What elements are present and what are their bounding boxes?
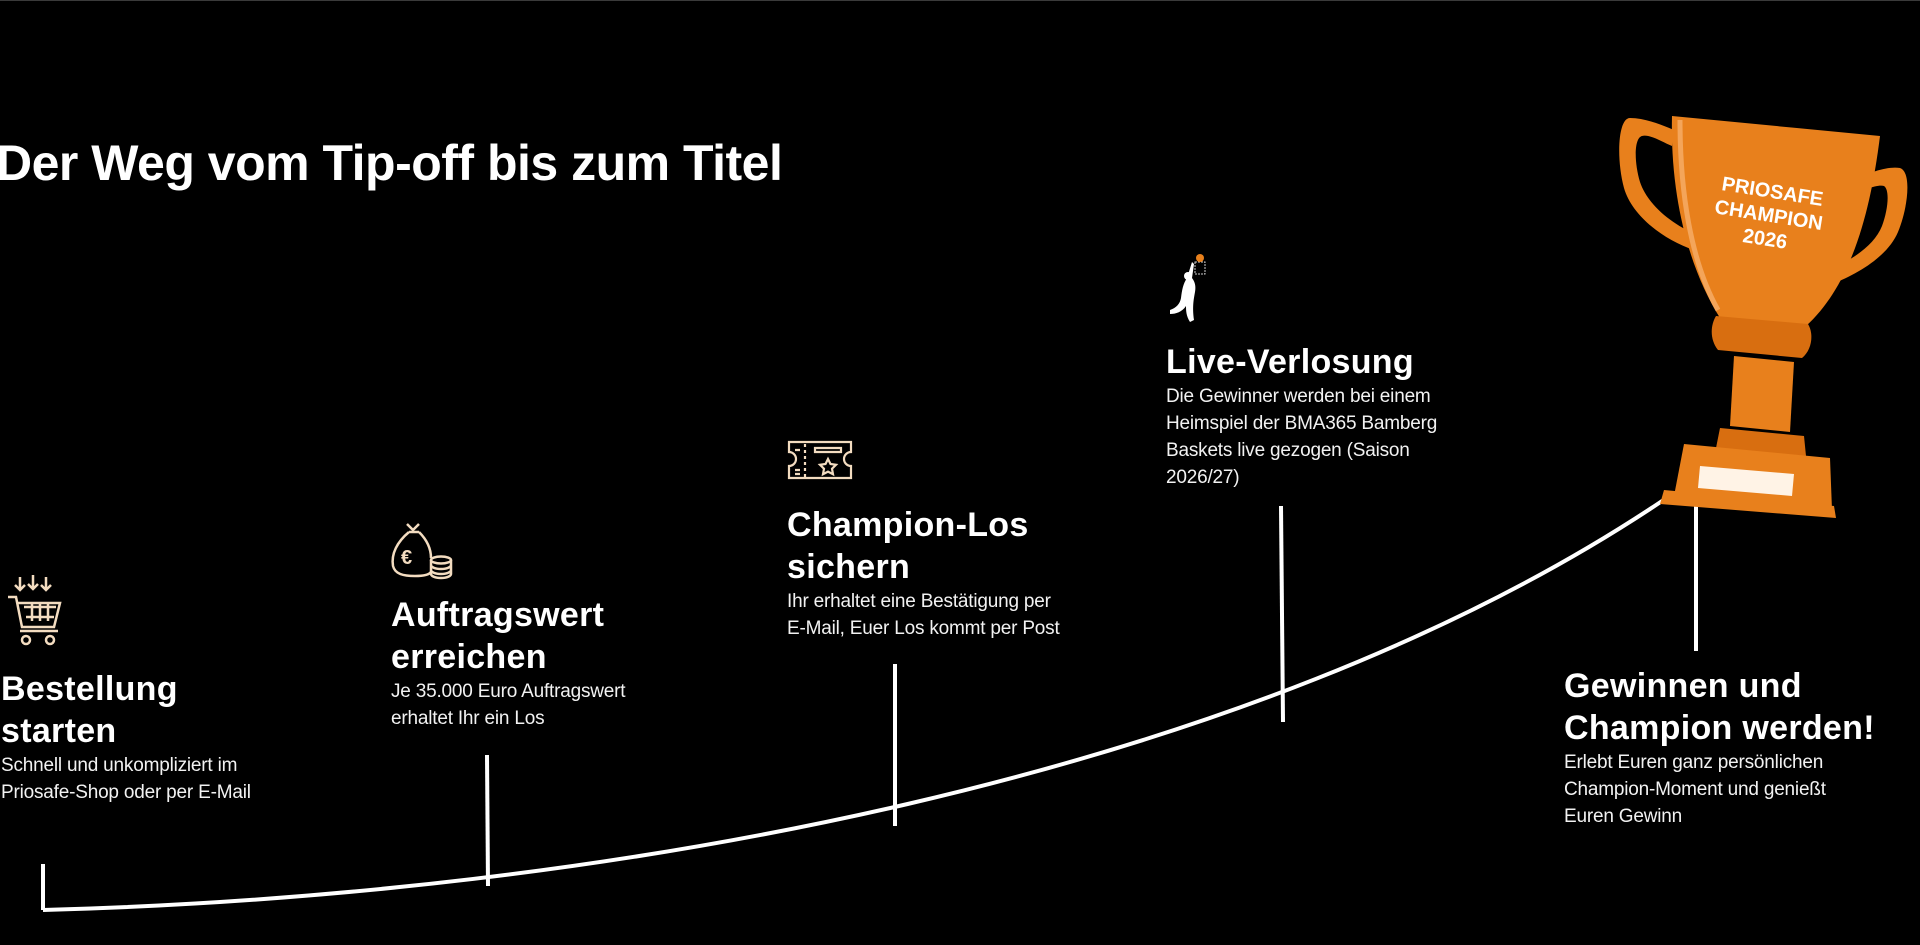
trophy-icon: PRIOSAFE CHAMPION 2026 xyxy=(1619,116,1908,518)
step-heading: Live-Verlosung xyxy=(1166,343,1414,381)
money-bag-icon: € xyxy=(391,523,453,580)
ticket-icon xyxy=(787,440,853,480)
shopping-cart-icon xyxy=(8,575,62,646)
basketball-player-icon xyxy=(1170,254,1206,322)
svg-text:€: € xyxy=(401,547,412,569)
timeline-curve xyxy=(42,495,1670,912)
timeline-tick-2 xyxy=(485,754,490,887)
top-divider xyxy=(0,0,1920,1)
timeline-tick-4 xyxy=(1279,505,1285,723)
step-live-draw: Live-Verlosung Die Gewinner werden bei e… xyxy=(1166,341,1437,491)
page-title: Der Weg vom Tip-off bis zum Titel xyxy=(0,135,783,191)
